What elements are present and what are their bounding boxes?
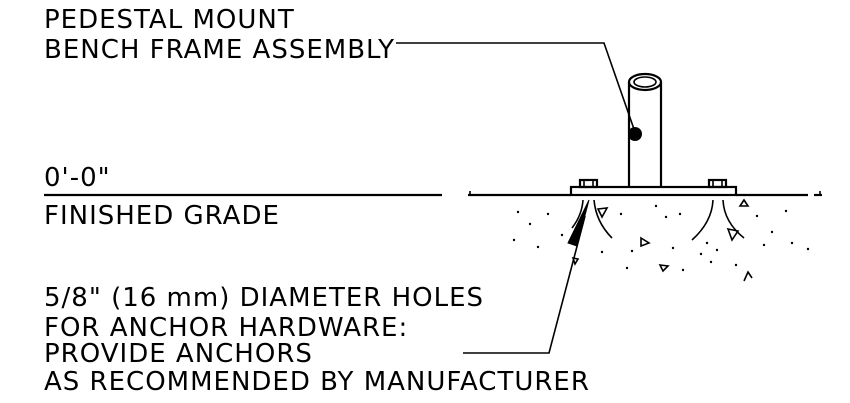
frame-leader-dot (628, 127, 642, 141)
finished-grade-label: FINISHED GRADE (44, 201, 280, 231)
concrete-aggregate (571, 198, 753, 282)
holes-note-line-2: FOR ANCHOR HARDWARE: (44, 313, 408, 343)
holes-leader-arrowhead (567, 199, 590, 247)
holes-note-line-1: 5/8" (16 mm) DIAMETER HOLES (44, 283, 484, 313)
anchor-expansion-right (691, 199, 745, 241)
holes-note-line-4: AS RECOMMENDED BY MANUFACTURER (44, 367, 590, 397)
anchor-expansion-left (571, 199, 613, 239)
base-plate (569, 185, 738, 197)
anchor-bolt-left (578, 178, 599, 189)
frame-label-line-1: PEDESTAL MOUNT (44, 5, 295, 35)
holes-leader-line (463, 215, 586, 354)
pedestal-post (627, 72, 663, 187)
frame-leader-line (396, 42, 636, 133)
anchor-bolt-right (707, 178, 728, 189)
frame-label-line-2: BENCH FRAME ASSEMBLY (44, 35, 395, 65)
elevation-label: 0'-0" (44, 163, 111, 193)
concrete-stipple-dots (512, 204, 810, 272)
holes-note-line-3: PROVIDE ANCHORS (44, 339, 313, 369)
